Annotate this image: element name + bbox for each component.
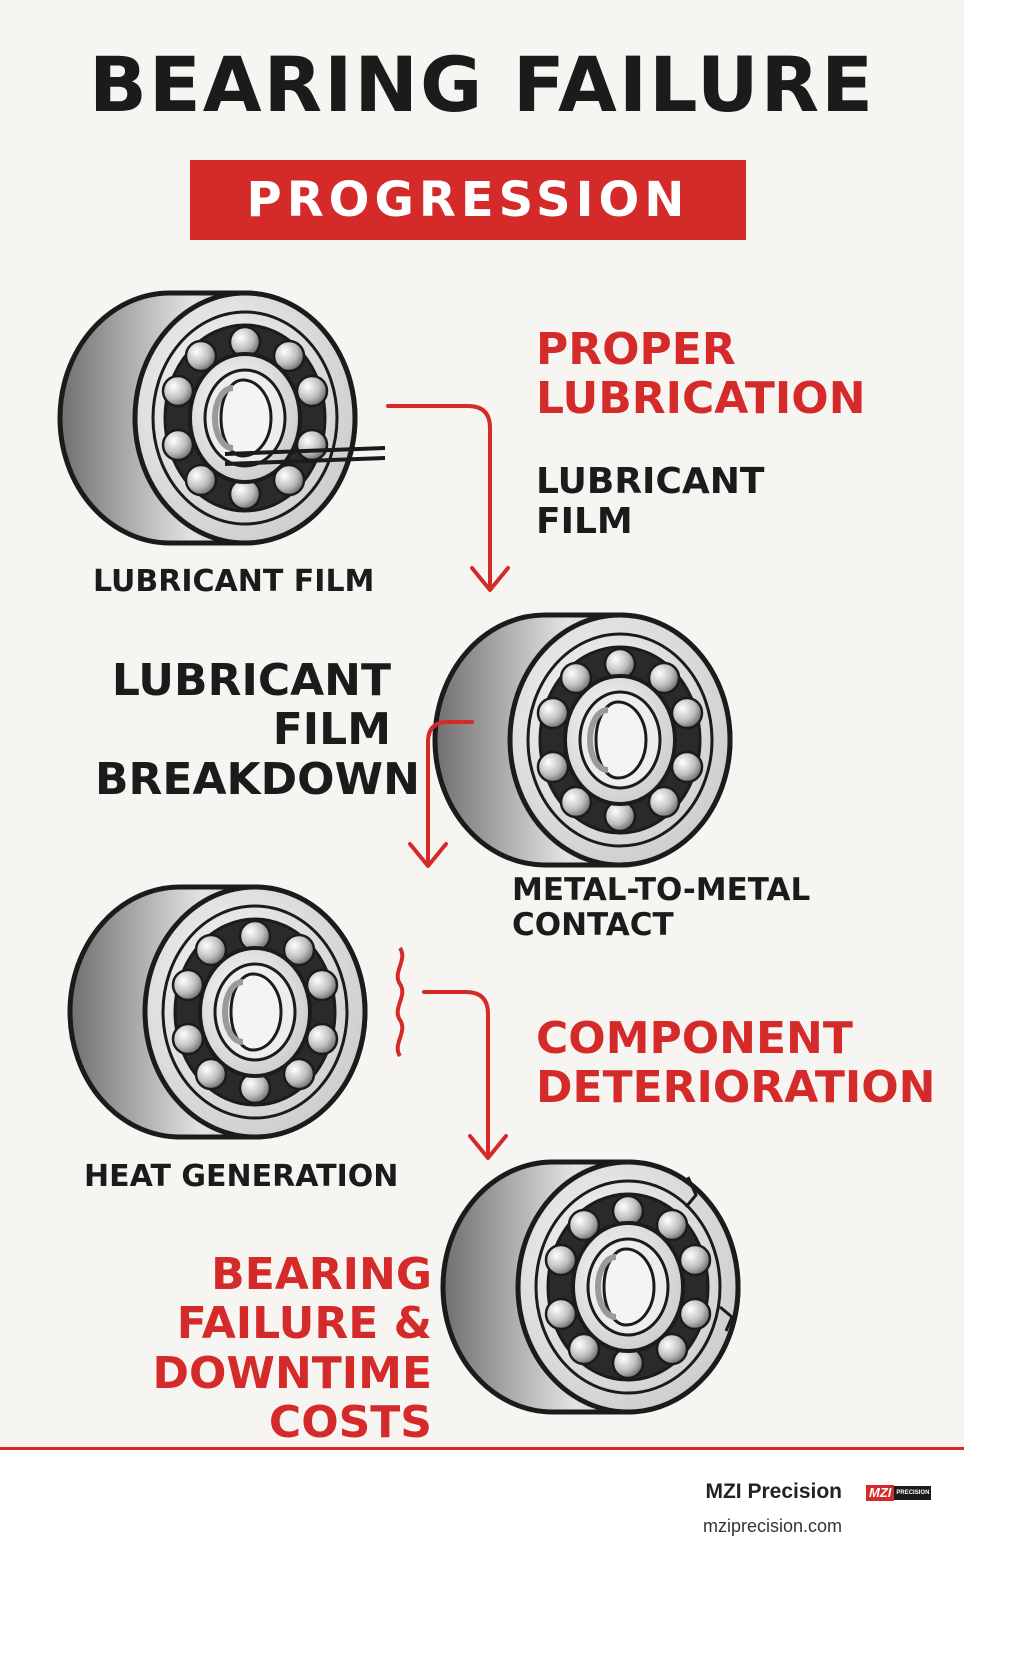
page-subtitle: PROGRESSION bbox=[246, 172, 690, 228]
bearing-proper-lubrication bbox=[60, 293, 386, 543]
label-bearing-failure: BEARING FAILURE & DOWNTIME COSTS bbox=[152, 1249, 432, 1448]
subtitle-banner: PROGRESSION bbox=[190, 160, 746, 240]
caption-heat-generation: HEAT GENERATION bbox=[84, 1159, 399, 1194]
label-component-deterioration: COMPONENT DETERIORATION bbox=[536, 1013, 936, 1114]
bearing-film-breakdown bbox=[435, 615, 730, 865]
brand-logo: MZI PRECISION bbox=[866, 1483, 932, 1503]
right-margin bbox=[964, 0, 1024, 1666]
brand-name: MZI Precision bbox=[705, 1480, 842, 1503]
footer bbox=[0, 1450, 964, 1666]
heat-wave-icon bbox=[395, 946, 405, 1058]
label-metal-contact: METAL-TO-METAL CONTACT bbox=[512, 872, 811, 943]
footer-divider bbox=[0, 1447, 964, 1450]
arrow-3 bbox=[422, 990, 508, 1160]
progression-diagram bbox=[0, 0, 964, 1450]
label-film-breakdown: LUBRICANT FILM BREAKDOWN bbox=[95, 655, 420, 805]
page-title: BEARING FAILURE bbox=[88, 40, 876, 129]
label-lubricant-film: LUBRICANT FILM bbox=[536, 461, 765, 543]
arrow-2 bbox=[408, 720, 474, 868]
bearing-heat-generation bbox=[70, 887, 365, 1137]
arrow-1 bbox=[386, 404, 510, 592]
logo-sub-text: PRECISION bbox=[894, 1486, 932, 1500]
logo-main-text: MZI bbox=[866, 1485, 895, 1501]
brand-url[interactable]: mziprecision.com bbox=[702, 1516, 842, 1536]
caption-lubricant-film: LUBRICANT FILM bbox=[93, 564, 375, 599]
label-proper-lubrication: PROPER LUBRICATION bbox=[536, 324, 866, 425]
bearing-failure bbox=[443, 1162, 738, 1412]
